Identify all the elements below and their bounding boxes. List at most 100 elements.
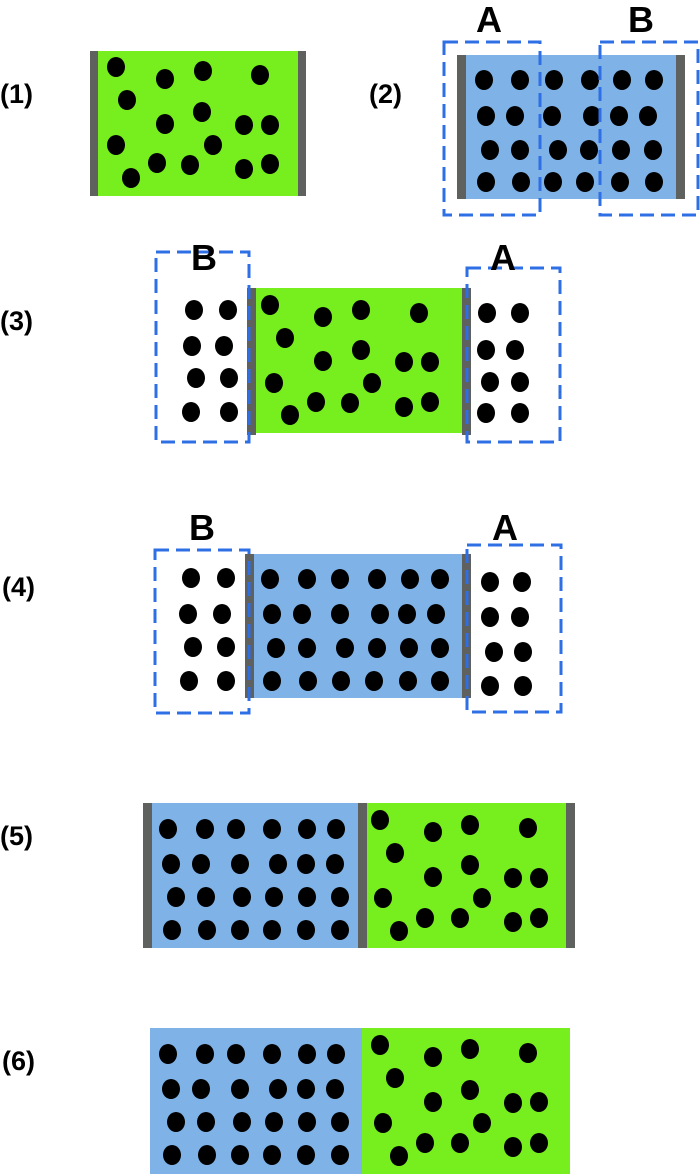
particle — [513, 572, 531, 592]
particle — [263, 819, 281, 839]
particle — [331, 1112, 349, 1132]
particle — [341, 393, 359, 413]
particle — [263, 671, 281, 691]
particle — [514, 676, 532, 696]
particle — [519, 1043, 537, 1063]
particle — [184, 637, 202, 657]
particle — [276, 328, 294, 348]
particle — [198, 920, 216, 940]
particle — [281, 405, 299, 425]
particle — [261, 295, 279, 315]
particle — [331, 887, 349, 907]
particle — [431, 569, 449, 589]
particle — [148, 153, 166, 173]
particle — [514, 642, 532, 662]
particle — [639, 106, 657, 126]
particle — [610, 106, 628, 126]
particle — [163, 920, 181, 940]
particle — [196, 1044, 214, 1064]
particle — [645, 70, 663, 90]
particle — [219, 300, 237, 320]
particle — [645, 172, 663, 192]
particle — [182, 402, 200, 422]
step-4-chamber: B A — [153, 507, 563, 715]
particle — [365, 671, 383, 691]
particle — [421, 392, 439, 412]
particle — [410, 303, 428, 323]
particle — [461, 1080, 479, 1100]
box-a-label: A — [476, 0, 502, 40]
particle — [293, 604, 311, 624]
particle — [461, 1039, 479, 1059]
step-1: (1) — [0, 51, 306, 196]
particle — [265, 373, 283, 393]
particle — [331, 1145, 349, 1165]
particle — [400, 638, 418, 658]
particle — [481, 572, 499, 592]
particle — [581, 70, 599, 90]
particle — [416, 1133, 434, 1153]
particle — [267, 638, 285, 658]
particle — [363, 373, 381, 393]
particle — [477, 340, 495, 360]
dashed-box-b — [154, 250, 251, 444]
particle — [371, 604, 389, 624]
particle — [299, 671, 317, 691]
particle — [180, 671, 198, 691]
particle — [431, 638, 449, 658]
dashed-box-a — [442, 40, 542, 217]
particle — [390, 921, 408, 941]
particle — [504, 1093, 522, 1113]
particle — [368, 569, 386, 589]
particle — [235, 115, 253, 135]
particle — [307, 392, 325, 412]
particle — [504, 868, 522, 888]
particle — [193, 102, 211, 122]
particle — [481, 607, 499, 627]
right-wall — [566, 803, 575, 948]
particle — [424, 1047, 442, 1067]
particle — [530, 1133, 548, 1153]
particle — [451, 1133, 469, 1153]
left-wall — [143, 803, 152, 948]
particle — [298, 819, 316, 839]
particle — [314, 307, 332, 327]
particle — [549, 140, 567, 160]
particle — [298, 569, 316, 589]
particle — [511, 607, 529, 627]
particle — [576, 172, 594, 192]
particle — [506, 106, 524, 126]
particle — [159, 819, 177, 839]
particle — [217, 671, 235, 691]
step-4: (4) B A — [2, 507, 563, 715]
particle — [187, 368, 205, 388]
particle — [217, 568, 235, 588]
particle — [352, 340, 370, 360]
dashed-box-a — [465, 543, 563, 714]
step-1-label: (1) — [0, 79, 33, 109]
particle — [156, 69, 174, 89]
right-wall — [298, 51, 306, 196]
particle — [485, 642, 503, 662]
particle — [530, 908, 548, 928]
particle — [583, 106, 601, 126]
particle — [298, 1112, 316, 1132]
particle — [390, 1146, 408, 1166]
particle — [481, 372, 499, 392]
particle — [327, 819, 345, 839]
particle — [461, 815, 479, 835]
blue-region — [250, 554, 466, 698]
particle — [451, 908, 469, 928]
particle — [231, 1145, 249, 1165]
particle — [511, 140, 529, 160]
step-5: (5) — [0, 803, 575, 948]
box-a-label: A — [490, 237, 516, 278]
particle — [613, 70, 631, 90]
particle — [504, 1137, 522, 1157]
particle — [332, 671, 350, 691]
middle-wall — [358, 803, 367, 948]
particle — [269, 1079, 287, 1099]
particle — [297, 854, 315, 874]
particle — [416, 908, 434, 928]
particle — [475, 70, 493, 90]
